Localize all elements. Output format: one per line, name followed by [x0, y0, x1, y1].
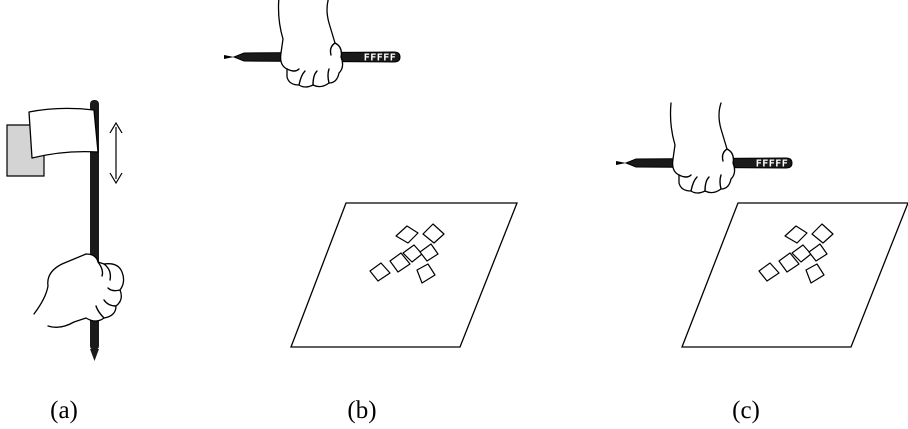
paper-pieces: [758, 223, 834, 284]
paper-sheet: [290, 202, 518, 348]
panel-label-c: (c): [732, 397, 760, 424]
piece: [784, 225, 808, 244]
piece: [422, 223, 445, 244]
panel-label-b: (b): [347, 397, 376, 424]
panel-c: FFFFF: [615, 102, 908, 348]
panel-label-a: (a): [50, 397, 78, 424]
piece: [369, 262, 391, 282]
hand-icon: [669, 102, 736, 194]
piece: [805, 263, 825, 284]
hand-icon: [277, 0, 344, 88]
vertical-motion-arrow: [109, 121, 123, 185]
stick-marking: FFFFF: [364, 53, 397, 64]
flag-front: [28, 107, 99, 159]
piece: [395, 225, 419, 244]
piece: [811, 223, 834, 244]
pointing-stick: FFFFF: [223, 51, 401, 64]
pole-tip: [90, 349, 99, 361]
piece: [808, 243, 828, 262]
panel-a: [6, 100, 125, 361]
hand-icon: [33, 253, 125, 328]
panel-b: FFFFF: [223, 0, 518, 348]
stick-marking: FFFFF: [756, 159, 789, 170]
piece: [419, 243, 439, 262]
paper-sheet: [681, 202, 908, 348]
piece: [758, 262, 780, 282]
paper-pieces: [369, 223, 445, 284]
piece: [778, 252, 800, 273]
pointing-stick: FFFFF: [615, 157, 793, 170]
piece: [416, 263, 436, 284]
piece: [389, 252, 411, 273]
